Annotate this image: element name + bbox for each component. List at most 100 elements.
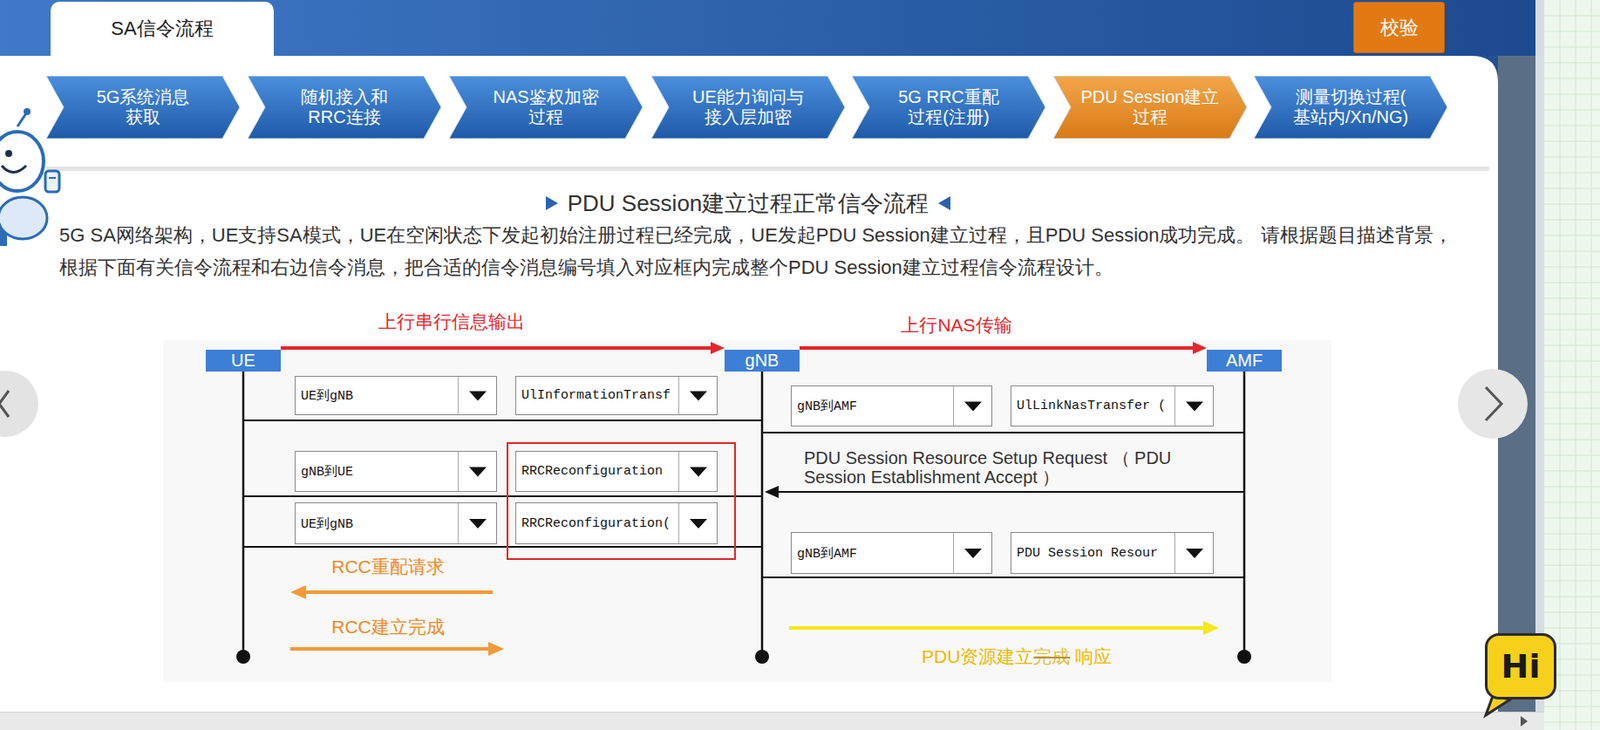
dropdown-arrow-area (678, 451, 717, 491)
check-button: 校验 (1353, 1, 1445, 54)
node-text: 测量切换过程( 基站内/Xn/NG) (1292, 87, 1410, 128)
node-text: 随机接入和 RRC连接 (299, 87, 389, 128)
flow-label: RCC重配请求 (331, 555, 445, 579)
decor-circle (236, 649, 251, 664)
node-text: SA信令流程 (110, 15, 213, 42)
select-value: gNB到UE (300, 462, 354, 480)
dropdown-arrow-icon (679, 376, 718, 415)
node-text: NAS鉴权加密 过程 (491, 87, 600, 128)
dropdown-triangle (469, 391, 487, 402)
arrowhead (1192, 341, 1207, 355)
step-chevron: PDU Session建立 过程 (1053, 75, 1247, 139)
edge-label: 上行串行信息输出 (378, 310, 525, 334)
select-value: UE到gNB (300, 387, 354, 404)
title-row: PDU Session建立过程正常信令流程 (0, 186, 1497, 220)
step-chevron: NAS鉴权加密 过程 (449, 75, 643, 139)
decor-circle (1237, 649, 1252, 664)
orange-arrows (290, 592, 493, 649)
nav-next-icon (1485, 387, 1502, 421)
dropdown-select: UE到gNB (294, 502, 498, 545)
node-text: UE能力询问与 接入层加密 (691, 87, 805, 128)
decor-line (776, 490, 1245, 493)
diagram-title: PDU Session建立过程正常信令流程 (567, 188, 930, 219)
decor-line (762, 576, 1245, 579)
dropdown-select: UlInformationTransf (515, 375, 718, 416)
decor-line (48, 177, 56, 179)
node-text: 5G系统消息 获取 (95, 87, 191, 128)
tab-label: SA信令流程 (50, 1, 274, 56)
arrow-shaft (280, 346, 712, 350)
signal-arrow (799, 341, 1207, 355)
dropdown-select: RRCReconfiguration (515, 450, 718, 492)
step-chevron: 5G系统消息 获取 (46, 75, 240, 139)
decor-polygon (545, 196, 559, 211)
decor-line (1559, 0, 1561, 730)
dropdown-arrow-area (1174, 386, 1213, 426)
dropdown-triangle (469, 518, 487, 529)
step-divider (46, 166, 1490, 171)
dropdown-arrow-icon (679, 503, 718, 544)
notebook-strip (1544, 0, 1600, 730)
chevron-fill (247, 75, 442, 139)
decor-ellipse (0, 197, 48, 239)
lifelines (243, 371, 1245, 657)
node-text: AMF (1225, 349, 1263, 372)
top-band (0, 0, 1536, 56)
window-divider (1535, 0, 1545, 730)
dropdown-triangle (689, 518, 708, 529)
scrollbar-arrow (1520, 715, 1528, 727)
decor-line (17, 113, 27, 127)
step-chevron: 测量切换过程( 基站内/Xn/NG) (1253, 75, 1448, 139)
help-bubble: Hi (1484, 633, 1557, 700)
message-lines (243, 420, 1245, 578)
diagram-ground (163, 340, 1332, 682)
decor-path (1, 165, 27, 173)
orange-arrowhead (290, 585, 307, 600)
node-text: Hi (1501, 646, 1541, 686)
highlight-frame (507, 442, 736, 559)
node-text: 5G RRC重配 过程(注册) (897, 87, 1001, 128)
entity-header: AMF (1206, 349, 1282, 372)
select-value: UlLinkNasTransfer ( (1016, 398, 1166, 414)
dropdown-arrow-area (678, 503, 717, 544)
node-text: 校验 (1380, 14, 1419, 41)
dropdown-arrow-icon (679, 451, 718, 491)
decor-line (243, 419, 763, 422)
decor-circle (23, 108, 31, 116)
dropdown-arrow-area (678, 376, 717, 415)
dropdown-arrow-area (953, 386, 992, 426)
dropdown-select: gNB到AMF (790, 385, 993, 427)
content-panel (0, 55, 1498, 712)
chevron-fill (851, 75, 1046, 139)
nav-next-button (1457, 368, 1528, 439)
decor-line (305, 590, 493, 594)
dropdown-triangle (689, 467, 708, 477)
response-label-row: PDU资源建立完成响应 (921, 645, 1112, 668)
message-arrowhead (764, 485, 779, 498)
decor-line (242, 371, 246, 657)
select-value: PDU Session Resour (1016, 545, 1158, 561)
decor-line (1243, 371, 1246, 657)
decor-circle (755, 649, 770, 664)
response-label: 响应 (1075, 645, 1112, 668)
dropdown-arrow-icon (1175, 386, 1214, 426)
entity-header: gNB (724, 349, 800, 372)
select-value: RRCReconfiguration (521, 463, 663, 479)
flow-label: RCC建立完成 (331, 615, 445, 639)
title-marker (937, 195, 952, 212)
decor-polygon (938, 196, 951, 211)
edge-label: 上行NAS传输 (900, 313, 1012, 337)
dropdown-select: PDU Session Resour (1010, 531, 1214, 574)
robot-mascot (0, 108, 60, 246)
chevron-fill (1053, 75, 1247, 139)
dropdown-arrow-area (953, 532, 992, 573)
dropdown-arrow-icon (458, 503, 498, 544)
notebook-grid (1544, 0, 1600, 730)
arrowhead (710, 341, 725, 355)
step-chevron: UE能力询问与 接入层加密 (651, 75, 845, 139)
dropdown-select: gNB到UE (294, 450, 498, 492)
select-value: gNB到AMF (796, 544, 858, 562)
decor-line (761, 371, 764, 657)
decor-circle (5, 149, 13, 157)
